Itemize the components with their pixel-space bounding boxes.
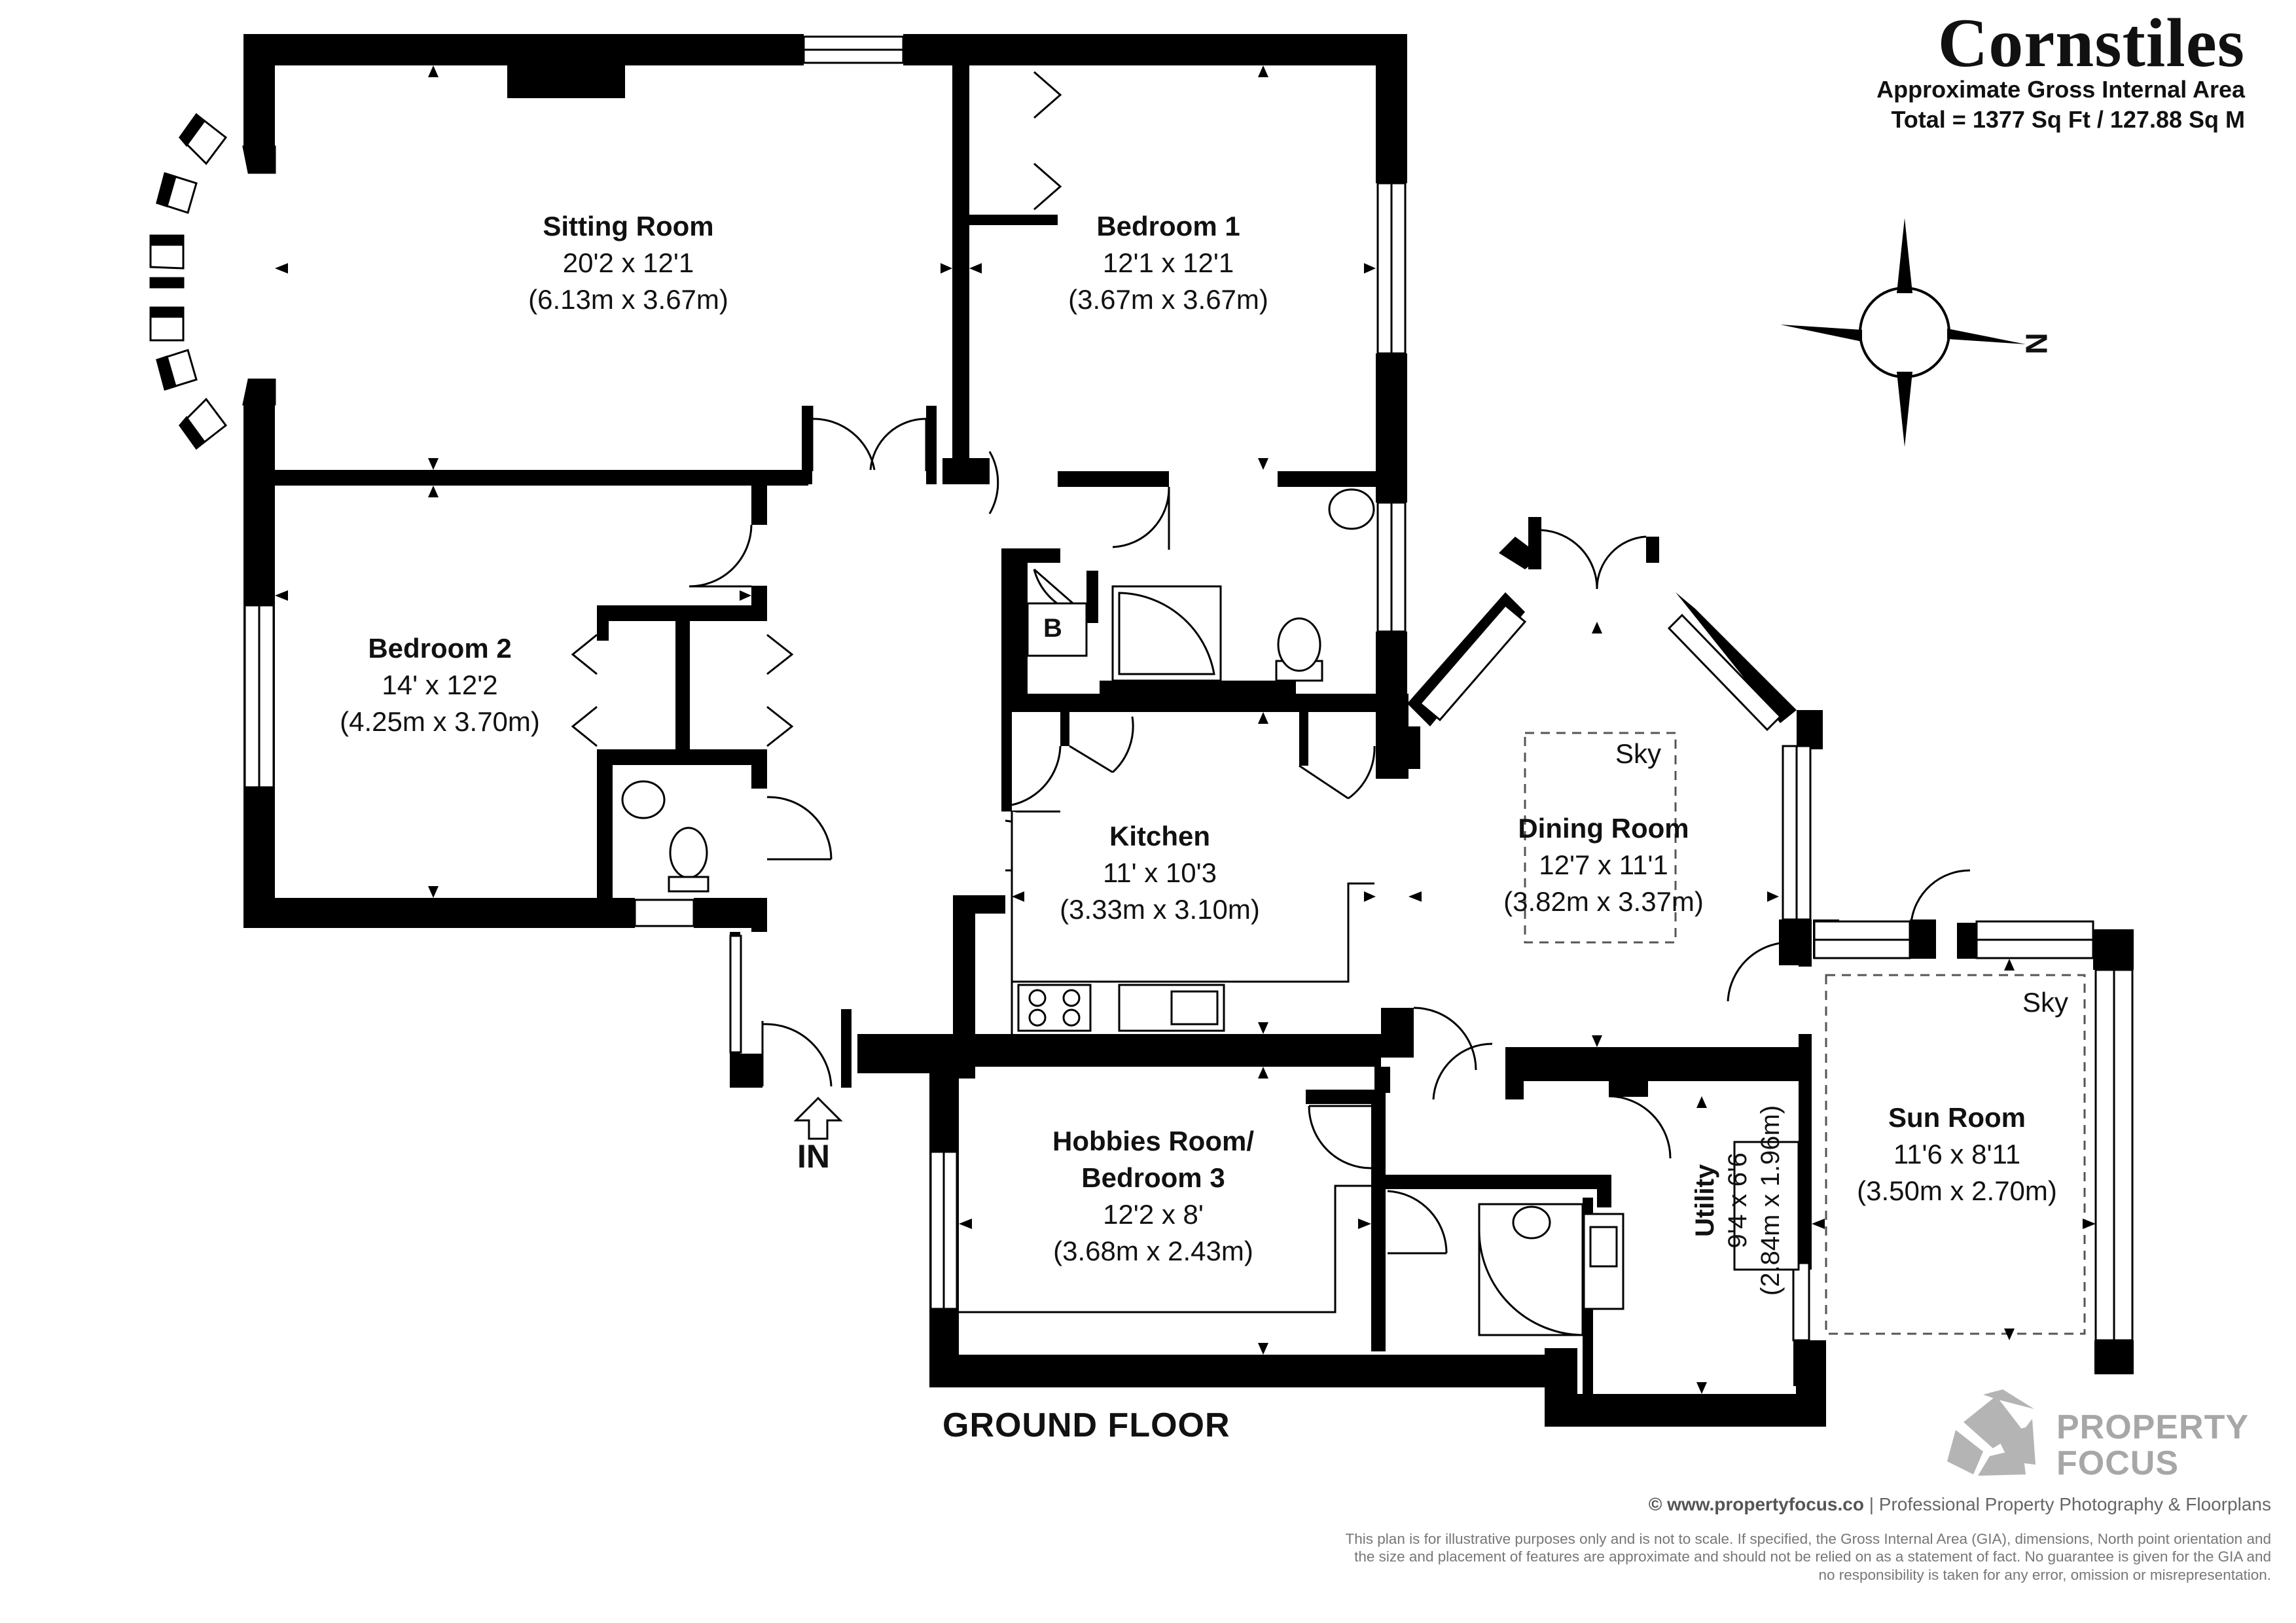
entrance-arrow bbox=[793, 1096, 843, 1140]
room-bedroom-2: Bedroom 2 14' x 12'2 (4.25m x 3.70m) bbox=[340, 630, 540, 740]
room-hobbies-room: Hobbies Room/ Bedroom 3 12'2 x 8' (3.68m… bbox=[1052, 1123, 1254, 1269]
room-metric: (3.33m x 3.10m) bbox=[1060, 893, 1260, 925]
room-metric: (3.82m x 3.37m) bbox=[1503, 885, 1704, 917]
room-sun-room: Sun Room 11'6 x 8'11 (3.50m x 2.70m) bbox=[1857, 1099, 2057, 1209]
compass-rose bbox=[1780, 218, 2026, 447]
room-imperial: 14' x 12'2 bbox=[382, 669, 498, 700]
room-imperial: 9'4 x 6'6 bbox=[1723, 1152, 1752, 1249]
dimension-arrows bbox=[275, 65, 2096, 1394]
gia-total: Total = 1377 Sq Ft / 127.88 Sq M bbox=[1891, 106, 2245, 133]
footer-copyright: © www.propertyfocus.co | Professional Pr… bbox=[1649, 1494, 2271, 1515]
room-metric: (3.50m x 2.70m) bbox=[1857, 1175, 2057, 1206]
skylight-label-sun: Sky bbox=[2022, 987, 2069, 1018]
brand-name: PROPERTY FOCUS bbox=[2056, 1410, 2249, 1481]
entrance-label: IN bbox=[797, 1138, 830, 1175]
skylights bbox=[1524, 732, 2086, 1335]
room-bedroom-1: Bedroom 1 12'1 x 12'1 (3.67m x 3.67m) bbox=[1068, 208, 1268, 318]
footer-tagline: | Professional Property Photography & Fl… bbox=[1863, 1494, 2271, 1514]
footer-disclaimer: This plan is for illustrative purposes o… bbox=[1345, 1531, 2271, 1583]
room-name: Kitchen bbox=[1109, 821, 1210, 851]
boiler-label: B bbox=[1043, 614, 1062, 643]
room-name: Bedroom 2 bbox=[368, 633, 512, 664]
room-metric: (2.84m x 1.96m) bbox=[1756, 1105, 1785, 1296]
footer-site-link[interactable]: © www.propertyfocus.co bbox=[1648, 1494, 1864, 1514]
brand-line-2: FOCUS bbox=[2056, 1444, 2179, 1482]
door-swings bbox=[689, 406, 1971, 1255]
gia-label: Approximate Gross Internal Area bbox=[1876, 76, 2245, 103]
room-name: Bedroom 1 bbox=[1096, 211, 1240, 241]
room-metric: (3.67m x 3.67m) bbox=[1068, 283, 1268, 315]
brand-line-1: PROPERTY bbox=[2056, 1408, 2250, 1446]
room-imperial: 11' x 10'3 bbox=[1102, 857, 1217, 888]
windows bbox=[243, 35, 2134, 1342]
room-name-line-1: Hobbies Room/ bbox=[1052, 1126, 1255, 1156]
room-dining-room: Dining Room 12'7 x 11'1 (3.82m x 3.37m) bbox=[1503, 810, 1704, 920]
room-imperial: 12'1 x 12'1 bbox=[1102, 247, 1234, 278]
skylight-label-dining: Sky bbox=[1615, 738, 1662, 769]
room-imperial: 11'6 x 8'11 bbox=[1893, 1138, 2021, 1169]
room-name-line-2: Bedroom 3 bbox=[1081, 1162, 1225, 1193]
room-name: Sitting Room bbox=[543, 211, 714, 241]
property-title: Cornstiles bbox=[1937, 5, 2245, 81]
room-imperial: 20'2 x 12'1 bbox=[562, 247, 694, 278]
room-name: Sun Room bbox=[1888, 1102, 2026, 1133]
room-metric: (6.13m x 3.67m) bbox=[528, 283, 728, 315]
room-utility: Utility 9'4 x 6'6 (2.84m x 1.96m) bbox=[1689, 1105, 1787, 1296]
room-imperial: 12'2 x 8' bbox=[1103, 1198, 1204, 1230]
bay-window bbox=[149, 113, 276, 450]
room-name: Dining Room bbox=[1518, 813, 1689, 844]
room-name: Utility bbox=[1691, 1164, 1719, 1237]
compass-north-label: N bbox=[2019, 332, 2054, 355]
floor-label: GROUND FLOOR bbox=[942, 1406, 1230, 1444]
brand-logo-mark bbox=[1947, 1389, 2036, 1476]
room-sitting-room: Sitting Room 20'2 x 12'1 (6.13m x 3.67m) bbox=[528, 208, 728, 318]
room-metric: (4.25m x 3.70m) bbox=[340, 705, 540, 737]
room-metric: (3.68m x 2.43m) bbox=[1053, 1235, 1253, 1266]
room-imperial: 12'7 x 11'1 bbox=[1539, 849, 1668, 880]
room-kitchen: Kitchen 11' x 10'3 (3.33m x 3.10m) bbox=[1060, 818, 1260, 928]
fixtures bbox=[571, 71, 1800, 1336]
